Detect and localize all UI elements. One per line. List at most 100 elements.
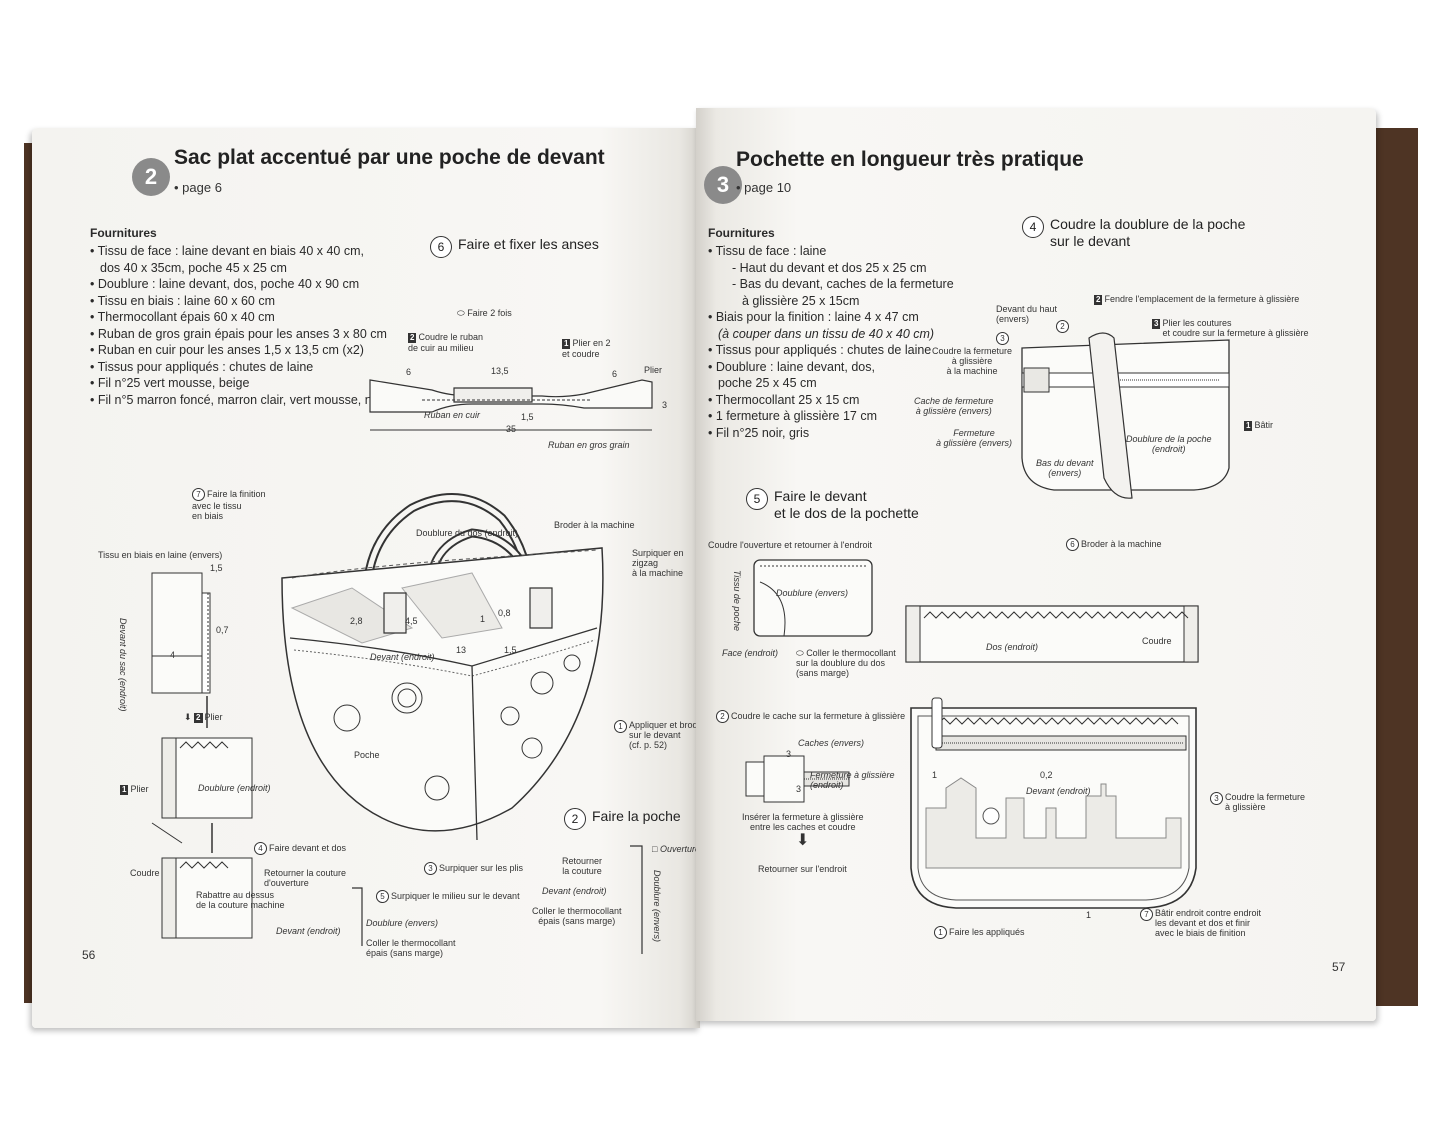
annotation-retourner-finition: Retourner la couture: [562, 856, 603, 876]
label-doublure-poche: Doublure de la poche (endroit): [1126, 434, 1212, 454]
supply-item: - Haut du devant et dos 25 x 25 cm: [732, 260, 927, 275]
dimension-1-5: 1,5: [521, 412, 534, 422]
page-number: 56: [82, 948, 96, 962]
annotation-coller-thermo: Coller le thermocollant épais (sans marg…: [366, 938, 456, 958]
dimension-35: 35: [506, 424, 517, 434]
supplies-list: Fournitures • Tissu de face : laine - Ha…: [708, 226, 954, 441]
bias-tape-fold-diagrams: [142, 568, 282, 948]
page-title: Sac plat accentué par une poche de devan…: [174, 146, 605, 169]
supply-item: • Ruban en cuir pour les anses 1,5 x 13,…: [90, 343, 364, 357]
label-poche: Poche: [354, 750, 380, 760]
label-ouverture: □ Ouverture: [652, 844, 700, 854]
dimension-1-5-bias: 1,5: [210, 563, 223, 573]
dimension-13: 13: [456, 645, 467, 655]
supply-item: • Tissu de face : laine: [708, 244, 827, 258]
step-4-heading: 4 Coudre la doublure de la poche sur le …: [1022, 216, 1245, 250]
dimension-0-8: 0,8: [498, 608, 511, 618]
annotation-plier: Plier: [644, 365, 663, 375]
dimension-1b: 1: [1086, 910, 1092, 920]
handle-strap-diagram: [362, 368, 672, 448]
annotation-coller-thermo: ⬭ Coller le thermocollant sur la doublur…: [796, 648, 896, 678]
fold-edge-mark: [350, 888, 370, 948]
dimension-1-5b: 1,5: [504, 645, 517, 655]
supplies-list: Fournitures • Tissu de face : laine deva…: [90, 226, 387, 408]
supply-item: • Tissu en biais : laine 60 x 60 cm: [90, 293, 276, 308]
label-bas-devant: Bas du devant (envers): [1036, 458, 1094, 478]
step-label: Coudre la doublure de la poche sur le de…: [1050, 216, 1246, 249]
dimension-4: 4: [170, 650, 176, 660]
zipper-cache-diagram: [744, 754, 854, 804]
supply-item: - Bas du devant, caches de la fermeture: [732, 277, 954, 291]
num-devant-haut: 2: [1056, 320, 1071, 333]
page-reference: • page 6: [174, 180, 222, 195]
label-tissu-biais: Tissu en biais en laine (envers): [98, 550, 223, 560]
label-fermeture-envers: Fermeture à glissière (envers): [936, 428, 1013, 448]
label-devant-du-sac: Devant du sac (endroit): [118, 618, 128, 712]
label-fermeture-glissiere: Fermeture à glissière (endroit): [810, 770, 895, 790]
dimension-4-5: 4,5: [405, 616, 418, 626]
label-doublure-endroit: Doublure (endroit): [198, 783, 271, 793]
step-number: 2: [564, 808, 586, 830]
label-coudre: Coudre: [130, 868, 160, 878]
dimension-3a: 3: [786, 749, 792, 759]
supply-item: • Tissus pour appliqués : chutes de lain…: [708, 343, 932, 357]
supply-item: • Doublure : laine devant, dos, poche 40…: [90, 277, 360, 291]
label-coudre: Coudre: [1142, 636, 1172, 646]
annotation-surpiquer-zigzag: Surpiquer en zigzag à la machine: [632, 548, 684, 578]
label-devant-endroit-3: Devant (endroit): [542, 886, 607, 896]
supply-item: • Thermocollant 25 x 15 cm: [708, 392, 860, 407]
label-devant-endroit-2: Devant (endroit): [276, 926, 341, 936]
annotation-coller-thermo-2: Coller le thermocollant épais (sans marg…: [532, 906, 622, 926]
supply-item: à glissière 25 x 15cm: [742, 293, 860, 308]
bag-illustration: [272, 478, 642, 858]
step-label: Faire le devant et le dos de la pochette: [774, 488, 919, 521]
supply-item: • Ruban de gros grain épais pour les ans…: [90, 326, 387, 341]
dimension-0-2: 0,2: [1040, 770, 1053, 780]
pocket-fold-mark: [628, 846, 648, 956]
front-pouch-diagram: [906, 688, 1206, 918]
num-coudre-fermeture: 3: [996, 332, 1011, 345]
supply-item: • Doublure : laine devant, dos,: [708, 359, 875, 374]
step-label: Faire et fixer les anses: [458, 236, 599, 252]
step-number: 5: [746, 488, 768, 510]
arrow-down-icon: ⬇: [796, 832, 810, 849]
label-devant-endroit: Devant (endroit): [1026, 786, 1091, 796]
annotation-faire-2-fois: ⬭ Faire 2 fois: [457, 308, 512, 318]
dimension-2-8: 2,8: [350, 616, 363, 626]
supply-item: • 1 fermeture à glissière 17 cm: [708, 409, 878, 423]
dimension-13-5: 13,5: [491, 366, 509, 376]
annotation-retourner-couture: Retourner la couture d'ouverture: [264, 868, 347, 888]
supply-item: dos 40 x 35cm, poche 45 x 25 cm: [100, 260, 287, 275]
left-page: 2 Sac plat accentué par une poche de dev…: [32, 128, 700, 1028]
label-ruban-cuir: Ruban en cuir: [424, 410, 481, 420]
pocket-fabric-diagram: [750, 554, 880, 644]
step-2-heading: 2 Faire la poche: [564, 808, 681, 830]
page-title: Pochette en longueur très pratique: [736, 148, 1084, 171]
label-devant-haut: Devant du haut (envers): [996, 304, 1058, 324]
supplies-heading: Fournitures: [708, 226, 775, 240]
right-page: 3 Pochette en longueur très pratique • p…: [696, 108, 1376, 1021]
step-5-heading: 5 Faire le devant et le dos de la pochet…: [746, 488, 919, 522]
supply-item: poche 25 x 45 cm: [718, 376, 817, 390]
annotation-broder: Broder à la machine: [554, 520, 635, 530]
page-number: 57: [1332, 960, 1346, 974]
supply-item: • Tissus pour appliqués : chutes de lain…: [90, 359, 314, 374]
annotation-inserer: Insérer la fermeture à glissière entre l…: [742, 812, 864, 832]
annotation-retourner: Retourner sur l'endroit: [758, 864, 847, 874]
supply-item: • Fil n°25 vert mousse, beige: [90, 376, 250, 390]
label-doublure-envers: Doublure (envers): [366, 918, 439, 928]
annotation-coudre-fermeture: Coudre la fermeture à glissière à la mac…: [932, 346, 1013, 376]
